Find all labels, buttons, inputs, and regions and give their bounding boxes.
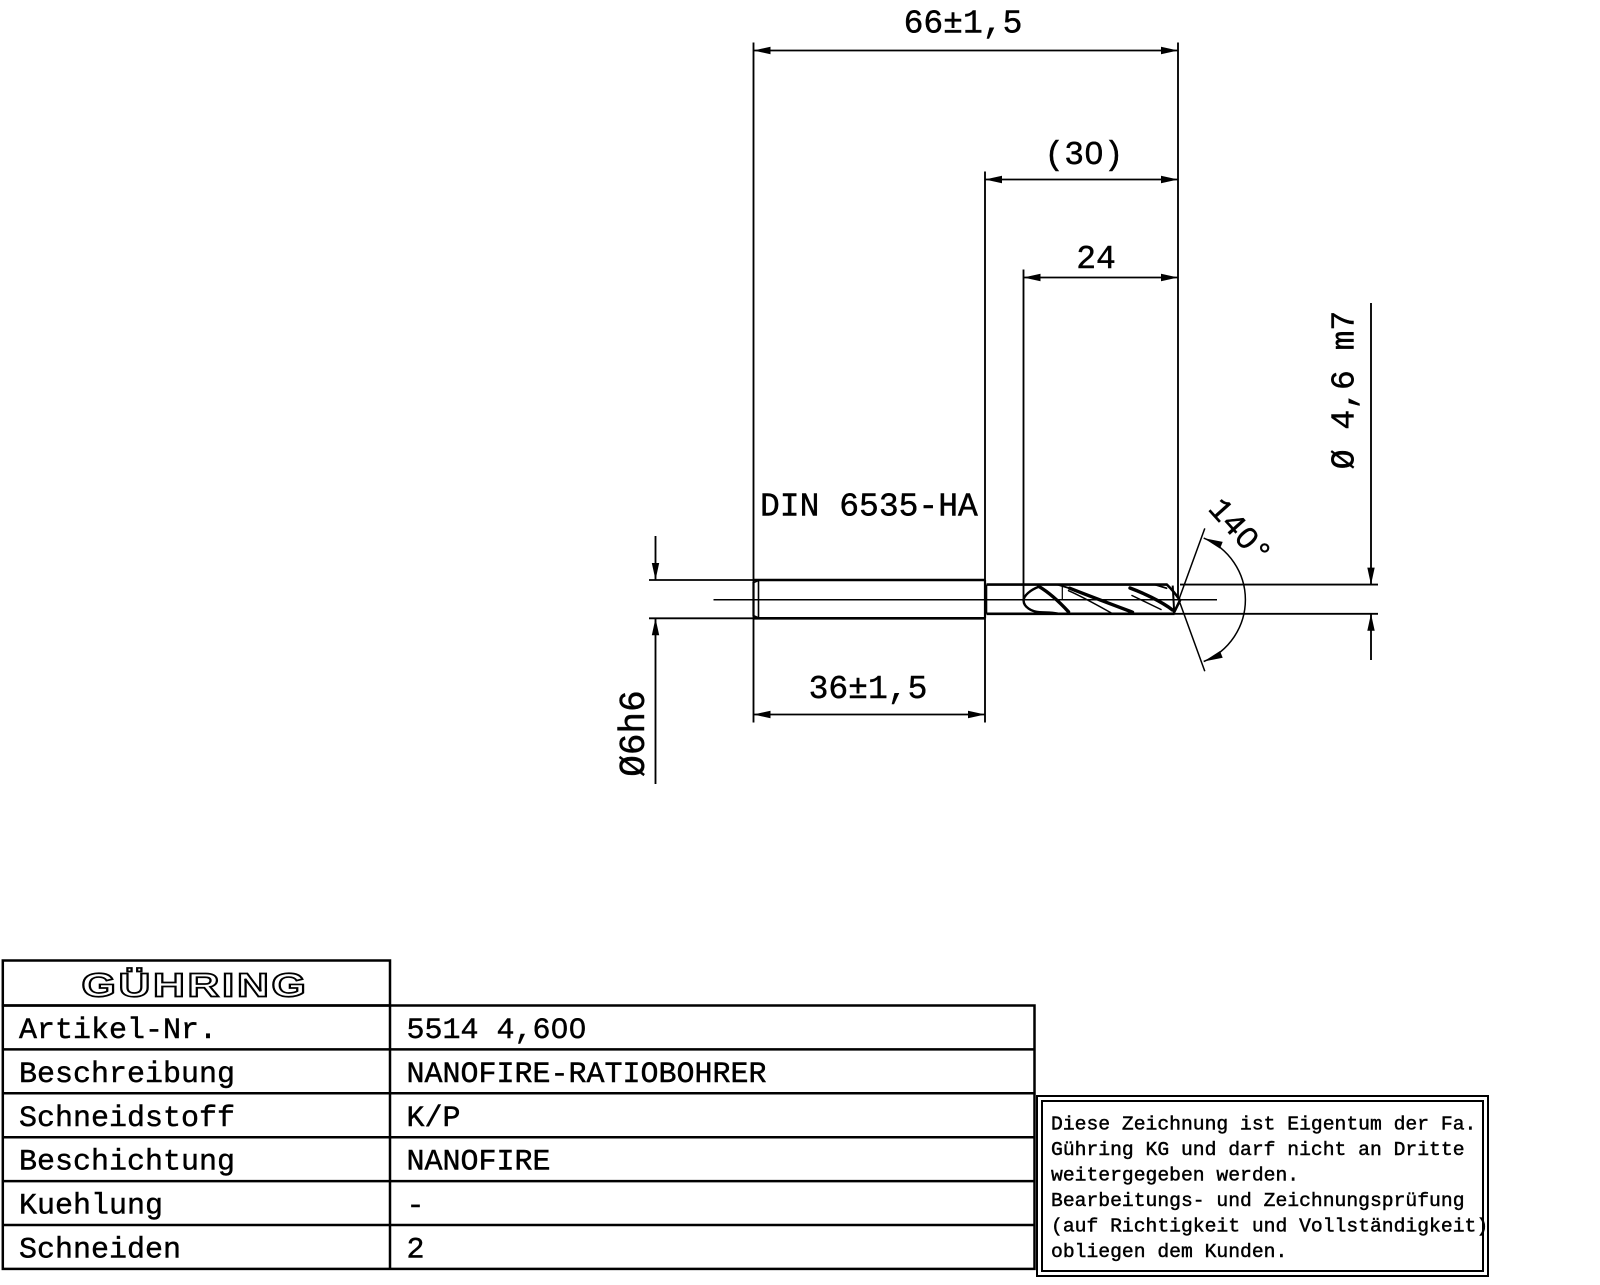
svg-text:Kuehlung: Kuehlung <box>19 1190 163 1224</box>
svg-text:24: 24 <box>1076 241 1116 278</box>
svg-text:Artikel-Nr.: Artikel-Nr. <box>19 1014 217 1048</box>
svg-text:66±1,5: 66±1,5 <box>904 6 1023 43</box>
svg-text:36±1,5: 36±1,5 <box>809 671 928 708</box>
svg-text:DIN 6535-HA: DIN 6535-HA <box>760 489 978 526</box>
svg-text:Beschichtung: Beschichtung <box>19 1146 235 1180</box>
svg-text:-: - <box>407 1190 425 1224</box>
svg-text:(auf Richtigkeit und Vollständ: (auf Richtigkeit und Vollständigkeit) <box>1051 1216 1488 1238</box>
svg-text:NANOFIRE: NANOFIRE <box>407 1146 551 1180</box>
svg-text:Bearbeitungs- und Zeichnungspr: Bearbeitungs- und Zeichnungsprüfung <box>1051 1190 1465 1212</box>
svg-text:2: 2 <box>407 1234 425 1268</box>
svg-text:NANOFIRE-RATIOBOHRER: NANOFIRE-RATIOBOHRER <box>407 1058 767 1092</box>
svg-text:K/P: K/P <box>407 1102 461 1136</box>
svg-text:Diese Zeichnung ist Eigentum d: Diese Zeichnung ist Eigentum der Fa. <box>1051 1114 1476 1136</box>
svg-text:Gühring KG und darf nicht an D: Gühring KG und darf nicht an Dritte <box>1051 1139 1465 1161</box>
svg-text:(30): (30) <box>1044 137 1123 174</box>
svg-text:GÜHRING: GÜHRING <box>82 967 309 1004</box>
svg-text:weitergegeben werden.: weitergegeben werden. <box>1051 1165 1299 1187</box>
svg-text:Ø 4,6 m7: Ø 4,6 m7 <box>1327 311 1364 469</box>
svg-text:Beschreibung: Beschreibung <box>19 1058 235 1092</box>
svg-text:Schneidstoff: Schneidstoff <box>19 1102 235 1136</box>
svg-text:Schneiden: Schneiden <box>19 1234 181 1268</box>
svg-text:obliegen dem Kunden.: obliegen dem Kunden. <box>1051 1241 1287 1263</box>
svg-text:Ø6h6: Ø6h6 <box>614 690 655 776</box>
